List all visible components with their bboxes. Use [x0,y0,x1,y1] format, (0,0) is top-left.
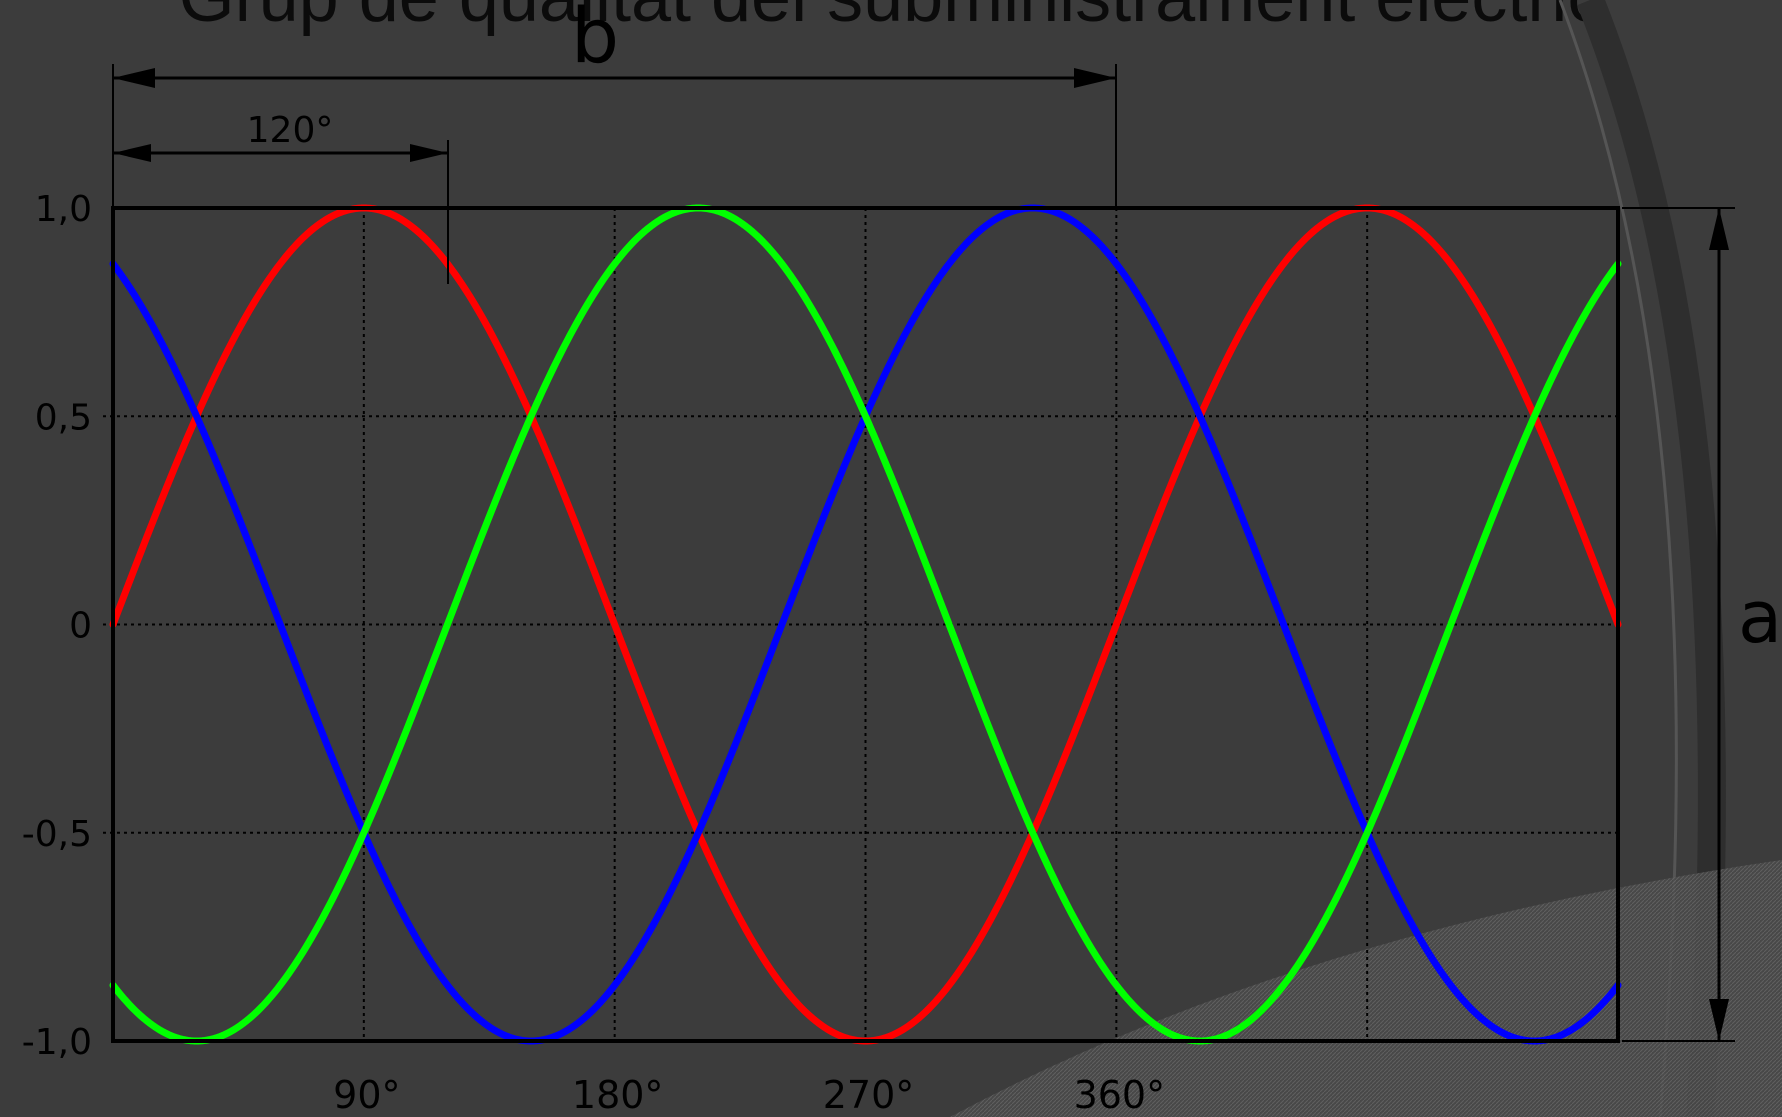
x-tick-label: 180° [572,1073,664,1117]
amplitude-dimension: a [1622,207,1782,1042]
x-tick-labels: 90° 180° 270° 360° [333,1073,1165,1117]
y-tick-label: -1,0 [22,1022,92,1063]
y-tick-label: 1,0 [35,189,92,230]
period-label: b [571,0,619,80]
slide-title: Grup de qualitat del subministrament elè… [0,0,1782,38]
series-line-2 [109,204,1622,1045]
background-decoration [950,0,1782,1117]
plot-frame [111,206,1620,1043]
amplitude-label: a [1738,575,1782,659]
x-tick-label: 270° [823,1073,915,1117]
phase-dimension: 120° [113,110,449,284]
y-tick-label: 0,5 [35,397,92,438]
phase-label: 120° [247,110,334,151]
x-tick-label: 360° [1074,1073,1166,1117]
period-dimension: b [112,0,1117,208]
y-tick-label: -0,5 [22,814,92,855]
x-tick-label: 90° [333,1073,400,1117]
y-tick-labels: 1,0 0,5 0 -0,5 -1,0 [22,189,92,1063]
gridlines [103,208,1618,1041]
y-tick-label: 0 [69,606,92,647]
